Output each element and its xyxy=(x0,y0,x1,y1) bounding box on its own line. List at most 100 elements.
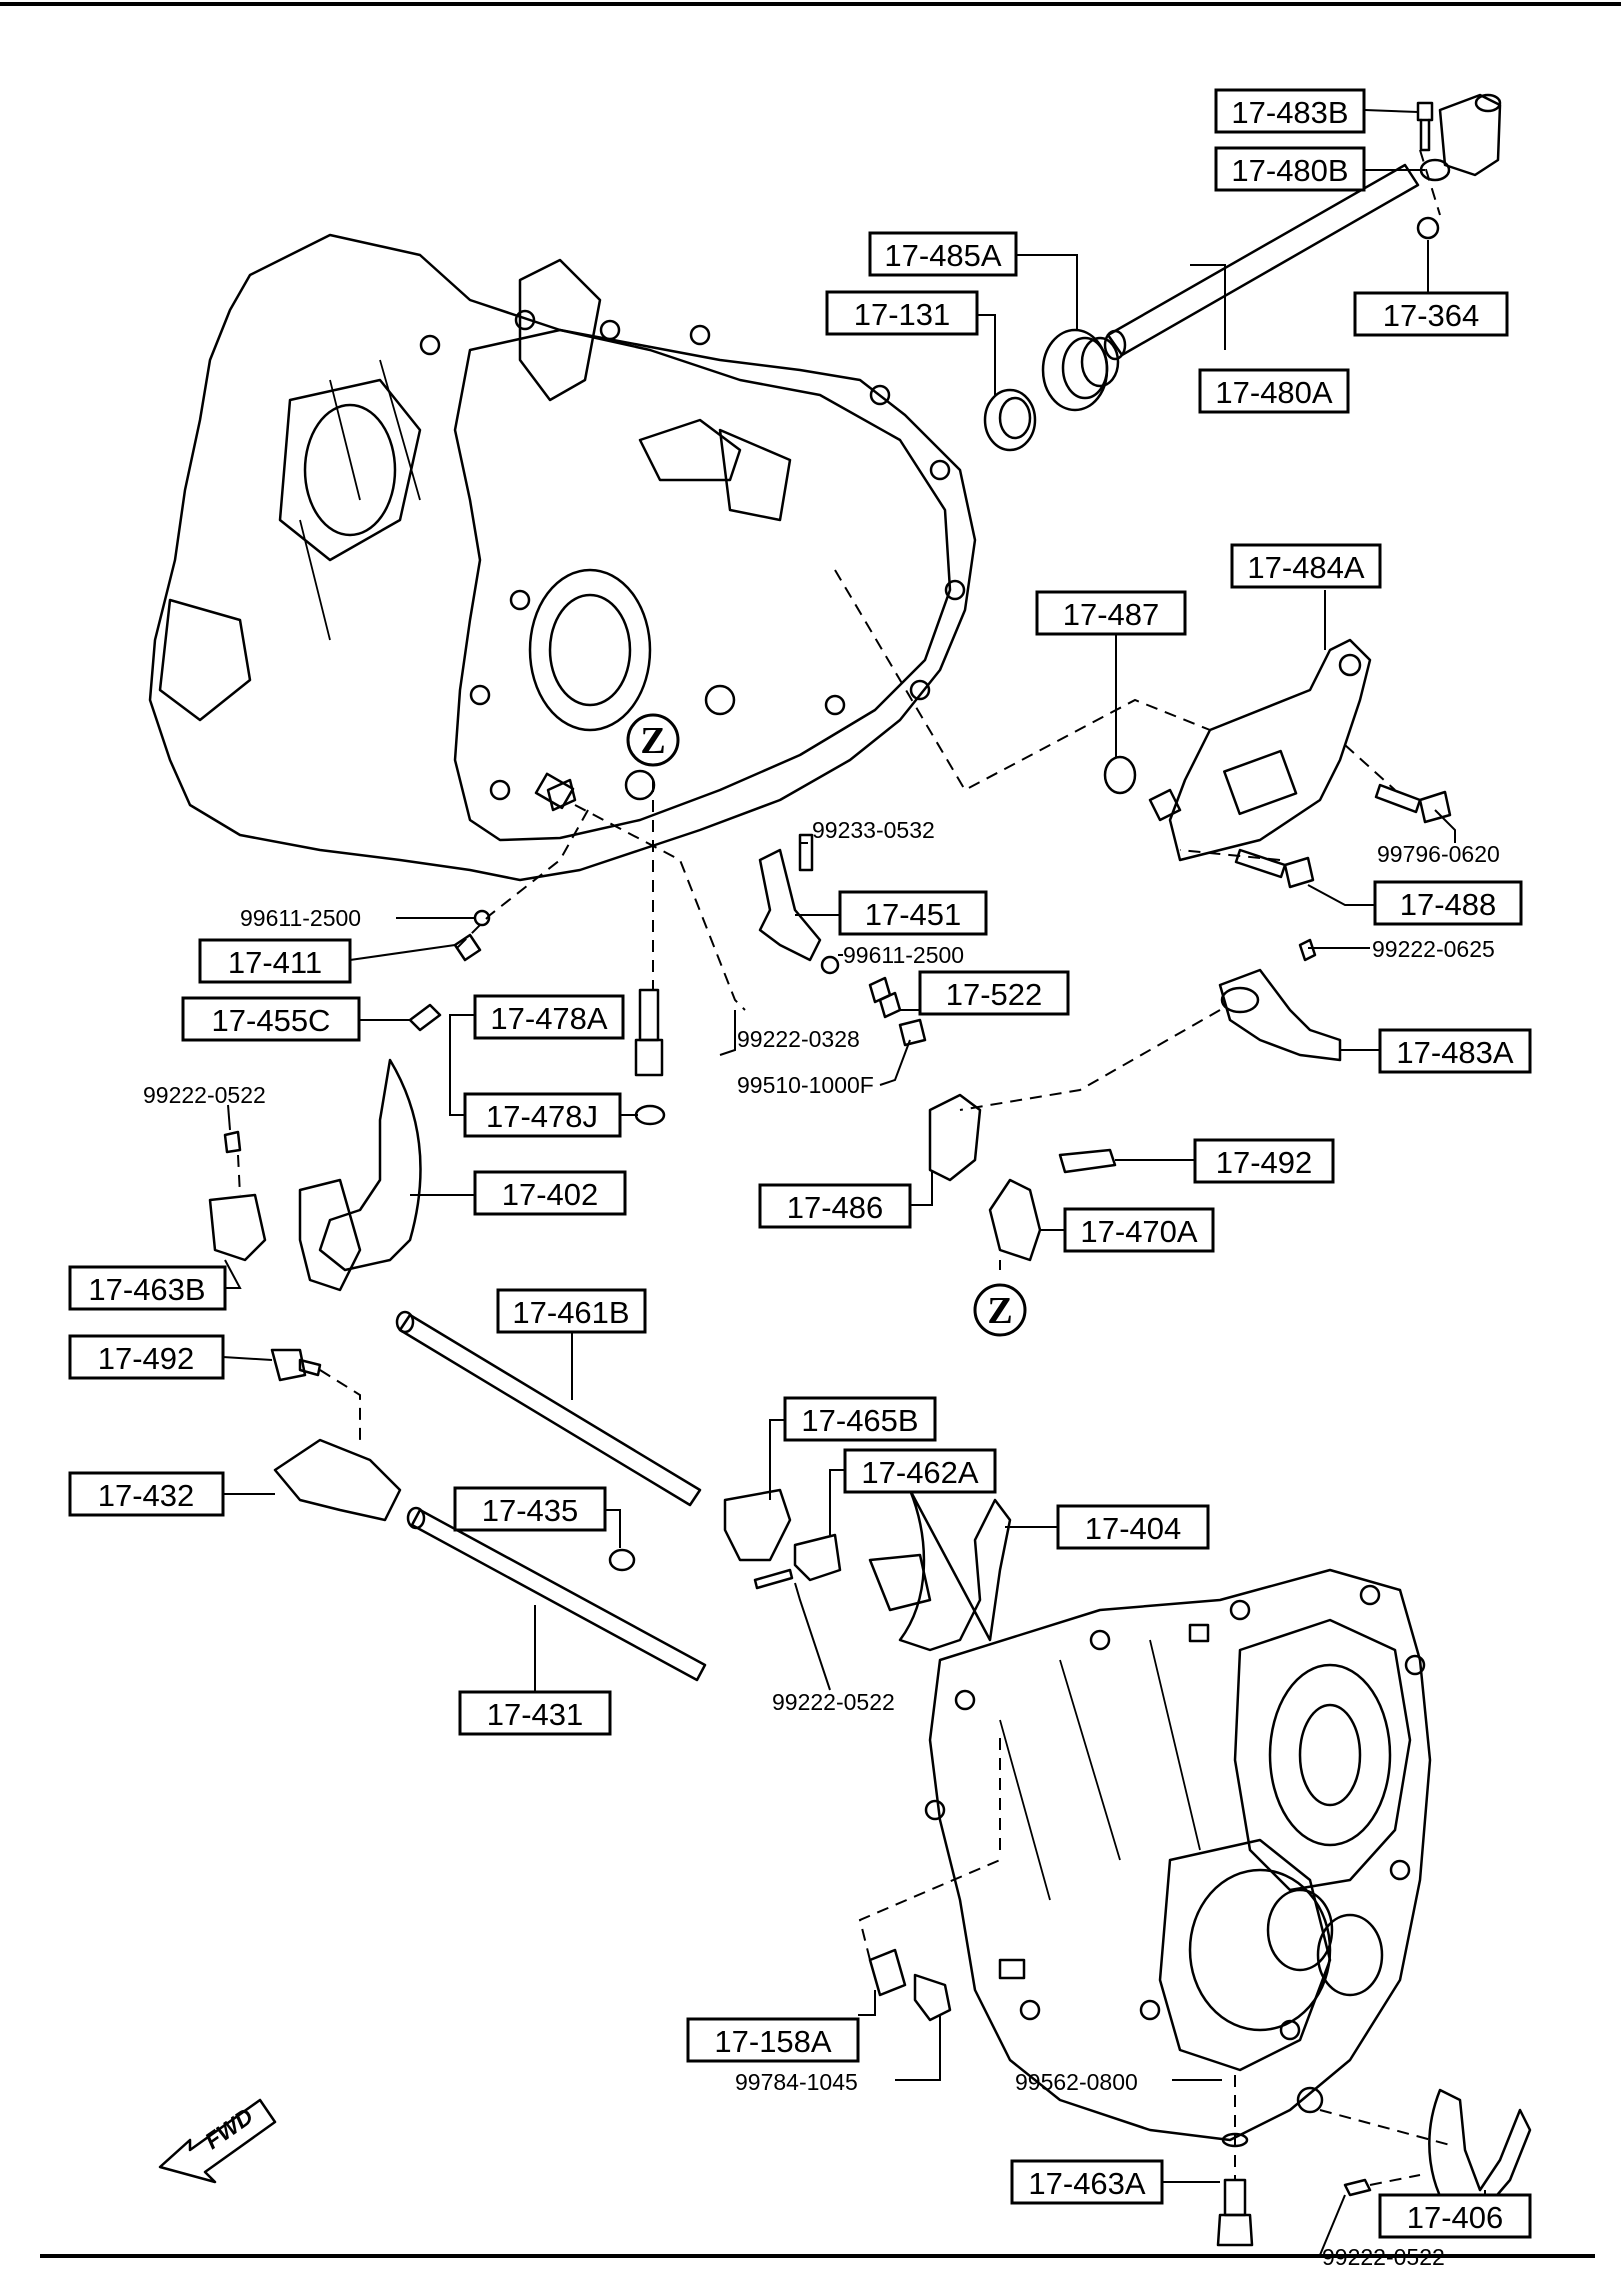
svg-text:17-478A: 17-478A xyxy=(490,1001,608,1036)
interlock-parts xyxy=(723,1488,842,1590)
part-label-17-484A: 17-484A xyxy=(1230,543,1382,589)
part-label-17-404: 17-404 xyxy=(1056,1504,1210,1550)
part-label-17-483B: 17-483B xyxy=(1214,88,1366,134)
part-number-99510-1000F: 99510-1000F xyxy=(737,1072,874,1098)
part-label-17-486: 17-486 xyxy=(758,1183,912,1229)
clutch-housing-drawing xyxy=(148,233,977,882)
part-label-17-402: 17-402 xyxy=(473,1170,627,1216)
part-label-17-492-lower: 17-492 xyxy=(68,1334,225,1380)
part-label-17-406: 17-406 xyxy=(1378,2193,1532,2239)
part-number-99222-0625: 99222-0625 xyxy=(1372,936,1495,962)
plug-17-463A xyxy=(1216,2132,1254,2247)
leader-lines xyxy=(222,109,1486,2256)
svg-text:17-492: 17-492 xyxy=(98,1341,195,1376)
transaxle-case-drawing xyxy=(924,1568,1432,2142)
shift-rod xyxy=(1103,163,1420,361)
svg-text:17-484A: 17-484A xyxy=(1247,550,1365,585)
svg-text:17-522: 17-522 xyxy=(946,977,1043,1012)
part-label-17-461B: 17-461B xyxy=(496,1288,647,1334)
forward-direction-arrow: FWD xyxy=(158,2098,277,2184)
svg-text:17-455C: 17-455C xyxy=(212,1003,331,1038)
detent-spring-and-pin xyxy=(408,778,577,1032)
part-number-99562-0800: 99562-0800 xyxy=(1015,2069,1138,2095)
block-17-463B xyxy=(208,1130,267,1262)
part-number-99222-0522-lower: 99222-0522 xyxy=(1322,2244,1445,2270)
boot-and-bushing xyxy=(983,328,1120,452)
part-label-17-431: 17-431 xyxy=(458,1690,612,1736)
lever-17-451 xyxy=(758,833,822,962)
part-number-99222-0328: 99222-0328 xyxy=(737,1026,860,1052)
selector-bracket xyxy=(1168,638,1372,862)
svg-text:17-435: 17-435 xyxy=(482,1493,579,1528)
part-label-17-435: 17-435 xyxy=(453,1486,607,1532)
part-number-99611-2500-right: 99611-2500 xyxy=(843,942,964,968)
shift-rod-17-461B xyxy=(395,1310,702,1507)
svg-text:17-131: 17-131 xyxy=(854,297,951,332)
part-label-17-451: 17-451 xyxy=(838,890,988,936)
svg-text:17-462A: 17-462A xyxy=(861,1455,979,1490)
svg-text:17-158A: 17-158A xyxy=(714,2024,832,2059)
svg-text:17-465B: 17-465B xyxy=(801,1403,918,1438)
svg-text:17-483A: 17-483A xyxy=(1396,1035,1514,1070)
svg-text:17-432: 17-432 xyxy=(98,1478,195,1513)
bracket-bolts xyxy=(1148,783,1452,889)
z-marker-bottom: Z xyxy=(973,1283,1027,1337)
part-label-17-463A: 17-463A xyxy=(1010,2159,1164,2205)
svg-text:17-406: 17-406 xyxy=(1407,2200,1504,2235)
part-label-17-462A: 17-462A xyxy=(843,1448,997,1494)
svg-text:17-480B: 17-480B xyxy=(1231,153,1348,188)
part-label-17-364: 17-364 xyxy=(1353,291,1509,337)
svg-text:17-483B: 17-483B xyxy=(1231,95,1348,130)
svg-text:Z: Z xyxy=(640,720,665,762)
svg-text:17-451: 17-451 xyxy=(865,897,962,932)
svg-text:FWD: FWD xyxy=(200,2103,258,2154)
svg-text:17-478J: 17-478J xyxy=(486,1099,598,1134)
svg-text:17-411: 17-411 xyxy=(228,945,322,980)
svg-text:17-402: 17-402 xyxy=(502,1177,599,1212)
svg-text:17-404: 17-404 xyxy=(1085,1511,1182,1546)
guide-pin xyxy=(634,988,666,1126)
clip-17-435 xyxy=(608,1548,636,1572)
shift-rod-end-parts xyxy=(1416,93,1502,182)
part-number-99233-0532: 99233-0532 xyxy=(812,817,935,843)
part-number-99611-2500-left: 99611-2500 xyxy=(240,905,361,931)
svg-text:Z: Z xyxy=(987,1290,1012,1332)
part-label-17-480B: 17-480B xyxy=(1214,146,1366,192)
part-label-17-492-upper: 17-492 xyxy=(1193,1138,1335,1184)
part-label-17-455C: 17-455C xyxy=(181,996,361,1042)
part-label-17-483A: 17-483A xyxy=(1378,1028,1532,1074)
bracket-17-158A xyxy=(868,1948,952,2022)
shift-fork-17-404 xyxy=(868,1488,1012,1652)
svg-text:17-470A: 17-470A xyxy=(1080,1214,1198,1249)
part-number-99222-0522-middle: 99222-0522 xyxy=(772,1689,895,1715)
part-label-17-485A: 17-485A xyxy=(868,231,1018,277)
part-label-17-522: 17-522 xyxy=(918,970,1070,1016)
svg-text:17-488: 17-488 xyxy=(1400,887,1497,922)
sleeve-17-487 xyxy=(1103,755,1137,795)
svg-text:17-463A: 17-463A xyxy=(1028,2166,1146,2201)
shift-rod-17-431 xyxy=(406,1506,707,1682)
svg-text:17-463B: 17-463B xyxy=(88,1272,205,1307)
z-marker-top: Z xyxy=(626,713,680,767)
shift-fork-17-402 xyxy=(298,1058,422,1292)
part-label-17-488: 17-488 xyxy=(1373,880,1523,926)
part-label-17-480A: 17-480A xyxy=(1198,368,1350,414)
svg-text:17-431: 17-431 xyxy=(487,1697,584,1732)
svg-text:17-461B: 17-461B xyxy=(512,1295,629,1330)
part-label-17-478J: 17-478J xyxy=(463,1092,622,1138)
bolt-and-fork-head-17-432 xyxy=(270,1348,402,1522)
part-label-17-411: 17-411 xyxy=(198,938,352,984)
part-label-17-158A: 17-158A xyxy=(686,2017,860,2063)
part-number-99222-0522-upper-left: 99222-0522 xyxy=(143,1082,266,1108)
part-number-99784-1045: 99784-1045 xyxy=(735,2069,858,2095)
svg-text:17-487: 17-487 xyxy=(1063,597,1160,632)
part-label-17-465B: 17-465B xyxy=(783,1396,937,1442)
part-label-17-487: 17-487 xyxy=(1035,590,1187,636)
svg-text:17-364: 17-364 xyxy=(1383,298,1480,333)
svg-text:17-492: 17-492 xyxy=(1216,1145,1313,1180)
svg-text:17-485A: 17-485A xyxy=(884,238,1002,273)
part-label-17-131: 17-131 xyxy=(825,290,979,336)
part-label-17-470A: 17-470A xyxy=(1063,1207,1215,1253)
part-label-17-432: 17-432 xyxy=(68,1471,225,1517)
